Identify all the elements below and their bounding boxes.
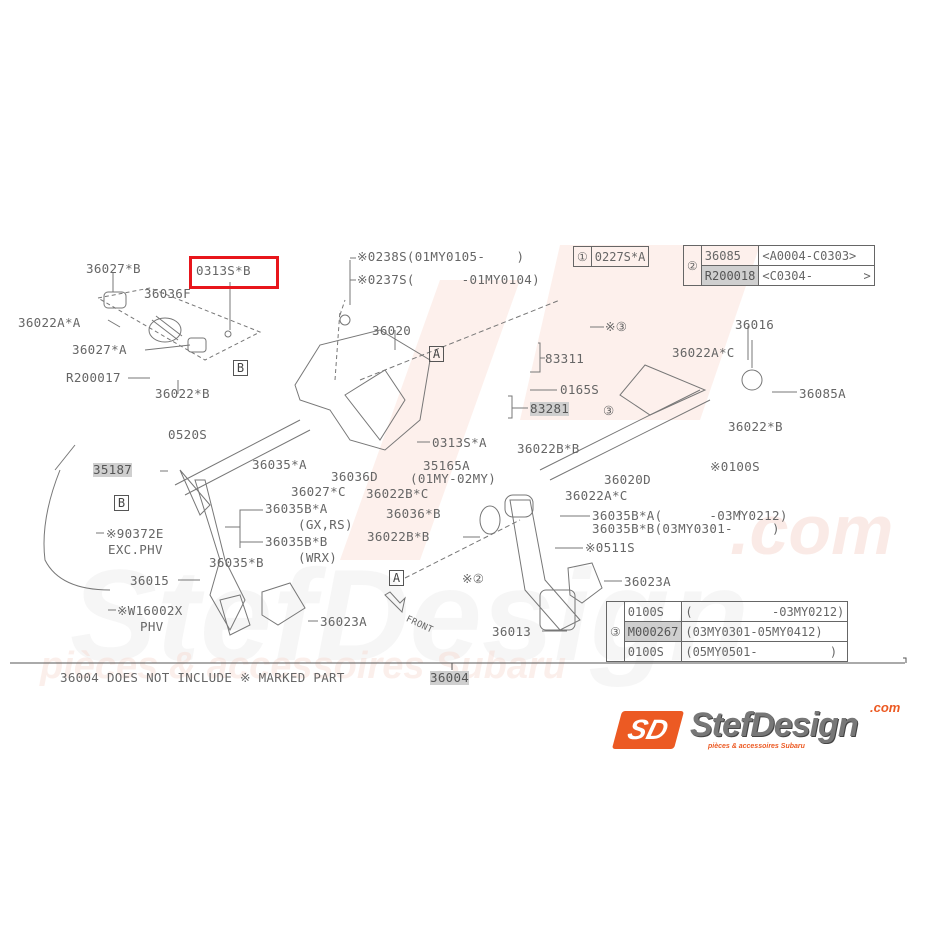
ref-box-a: A — [389, 570, 404, 586]
ref-marker: ③ — [606, 601, 625, 662]
part-label-selected[interactable]: 0313S*B — [196, 263, 251, 278]
assembly-part-number[interactable]: 36004 — [430, 670, 470, 685]
brake-pedal-drawing — [479, 494, 581, 631]
stefdesign-logo: SD StefDesign .com pièces & accessoires … — [611, 700, 922, 756]
part-label[interactable]: 83311 — [545, 351, 585, 366]
ref-table-2: ② 36085<A0004-C0303> R200018<C0304- > — [683, 245, 875, 286]
master-cylinder-drawing — [96, 272, 262, 361]
part-label[interactable]: ※W16002X — [117, 603, 183, 618]
part-label[interactable]: 36022A*A — [18, 315, 81, 330]
footnote: 36004 DOES NOT INCLUDE ※ MARKED PART — [60, 670, 345, 685]
logo-mark: SD — [611, 711, 685, 749]
model-range: <C0304- > — [758, 265, 875, 286]
front-arrow — [384, 591, 406, 614]
part-label[interactable]: 36036*B — [386, 506, 441, 521]
ref-table-3: ③ 0100S( -03MY0212) M000267(03MY0301-05M… — [606, 601, 849, 662]
logo-com: .com — [870, 700, 901, 715]
part-label[interactable]: 36022A*C — [565, 488, 628, 503]
part-label[interactable]: 36016 — [735, 317, 775, 332]
part-number[interactable]: 0227S*A — [590, 246, 650, 267]
part-label[interactable]: 36023A — [320, 614, 367, 629]
part-label[interactable]: 36015 — [130, 573, 170, 588]
part-label[interactable]: 83281 — [530, 401, 570, 416]
ref-marker: ① — [573, 246, 592, 267]
ref-label: ※③ — [605, 319, 628, 334]
part-label[interactable]: 0313S*A — [432, 435, 487, 450]
part-label[interactable]: 36035B*A — [265, 501, 328, 516]
model-range: (03MY0301-05MY0412) — [681, 621, 849, 642]
part-number[interactable]: 0100S — [623, 601, 683, 622]
part-label[interactable]: 36085A — [799, 386, 846, 401]
ref-label: ※② — [462, 571, 485, 586]
part-label[interactable]: 36027*C — [291, 484, 346, 499]
watermark-tagline: pièces & accessoires Subaru — [40, 645, 566, 687]
part-label[interactable]: 36035B*A( -03MY0212) — [592, 508, 788, 523]
part-label[interactable]: 36022*B — [155, 386, 210, 401]
part-label[interactable]: 35165A — [423, 458, 470, 473]
logo-name: StefDesign — [690, 706, 859, 744]
part-note: PHV — [140, 619, 164, 634]
part-note: (WRX) — [298, 550, 338, 565]
part-label[interactable]: 36022B*B — [517, 441, 580, 456]
part-label[interactable]: 36035B*B — [265, 534, 328, 549]
part-number[interactable]: R200018 — [700, 265, 760, 286]
part-note: (01MY-02MY) — [410, 471, 497, 486]
pedal-pad-left — [261, 582, 306, 626]
watermark-com: .com — [730, 491, 894, 569]
clutch-pedal-drawing — [43, 444, 251, 636]
logo-tagline: pièces & accessoires Subaru — [708, 743, 805, 750]
part-label[interactable]: ※0100S — [710, 459, 760, 474]
part-label[interactable]: 36020 — [372, 323, 412, 338]
ref-box-a: A — [429, 346, 444, 362]
part-label[interactable]: 36035*A — [252, 457, 307, 472]
part-label[interactable]: ※90372E — [106, 526, 164, 541]
pedal-bracket-drawing — [294, 299, 561, 451]
part-label[interactable]: 36022B*B — [367, 529, 430, 544]
model-range: <A0004-C0303> — [758, 245, 875, 266]
part-number[interactable]: 0100S — [623, 641, 683, 662]
part-label[interactable]: 36027*B — [86, 261, 141, 276]
selected-part-highlight — [189, 256, 279, 289]
part-label[interactable]: 36022B*C — [366, 486, 429, 501]
part-label[interactable]: 36036F — [144, 286, 191, 301]
part-label[interactable]: ※0237S( -01MY0104) — [357, 272, 540, 287]
part-label[interactable]: 36022*B — [728, 419, 783, 434]
part-label[interactable]: 36022A*C — [672, 345, 735, 360]
part-label[interactable]: 36013 — [492, 624, 532, 639]
part-label[interactable]: 35187 — [93, 462, 133, 477]
part-note: EXC.PHV — [108, 542, 163, 557]
part-label[interactable]: R200017 — [66, 370, 121, 385]
model-range: ( -03MY0212) — [681, 601, 849, 622]
part-label[interactable]: 0165S — [560, 382, 600, 397]
ref-box-b: B — [114, 495, 129, 511]
ref-box-b: B — [233, 360, 248, 376]
model-range: (05MY0501- ) — [681, 641, 849, 662]
part-label[interactable]: 36036D — [331, 469, 378, 484]
part-label[interactable]: ※0238S(01MY0105- ) — [357, 249, 525, 264]
part-note: (GX,RS) — [298, 517, 353, 532]
part-label[interactable]: 36027*A — [72, 342, 127, 357]
part-label[interactable]: ※0511S — [585, 540, 635, 555]
ref-label: ③ — [603, 403, 615, 418]
part-number[interactable]: M000267 — [623, 621, 683, 642]
pedal-pad-right — [567, 562, 603, 604]
part-label[interactable]: 36035*B — [209, 555, 264, 570]
part-label[interactable]: 0520S — [168, 427, 208, 442]
part-label[interactable]: 36035B*B(03MY0301- ) — [592, 521, 780, 536]
part-label[interactable]: 36023A — [624, 574, 671, 589]
part-label[interactable]: 36020D — [604, 472, 651, 487]
part-number[interactable]: 36085 — [700, 245, 760, 266]
ref-marker: ② — [683, 245, 702, 286]
